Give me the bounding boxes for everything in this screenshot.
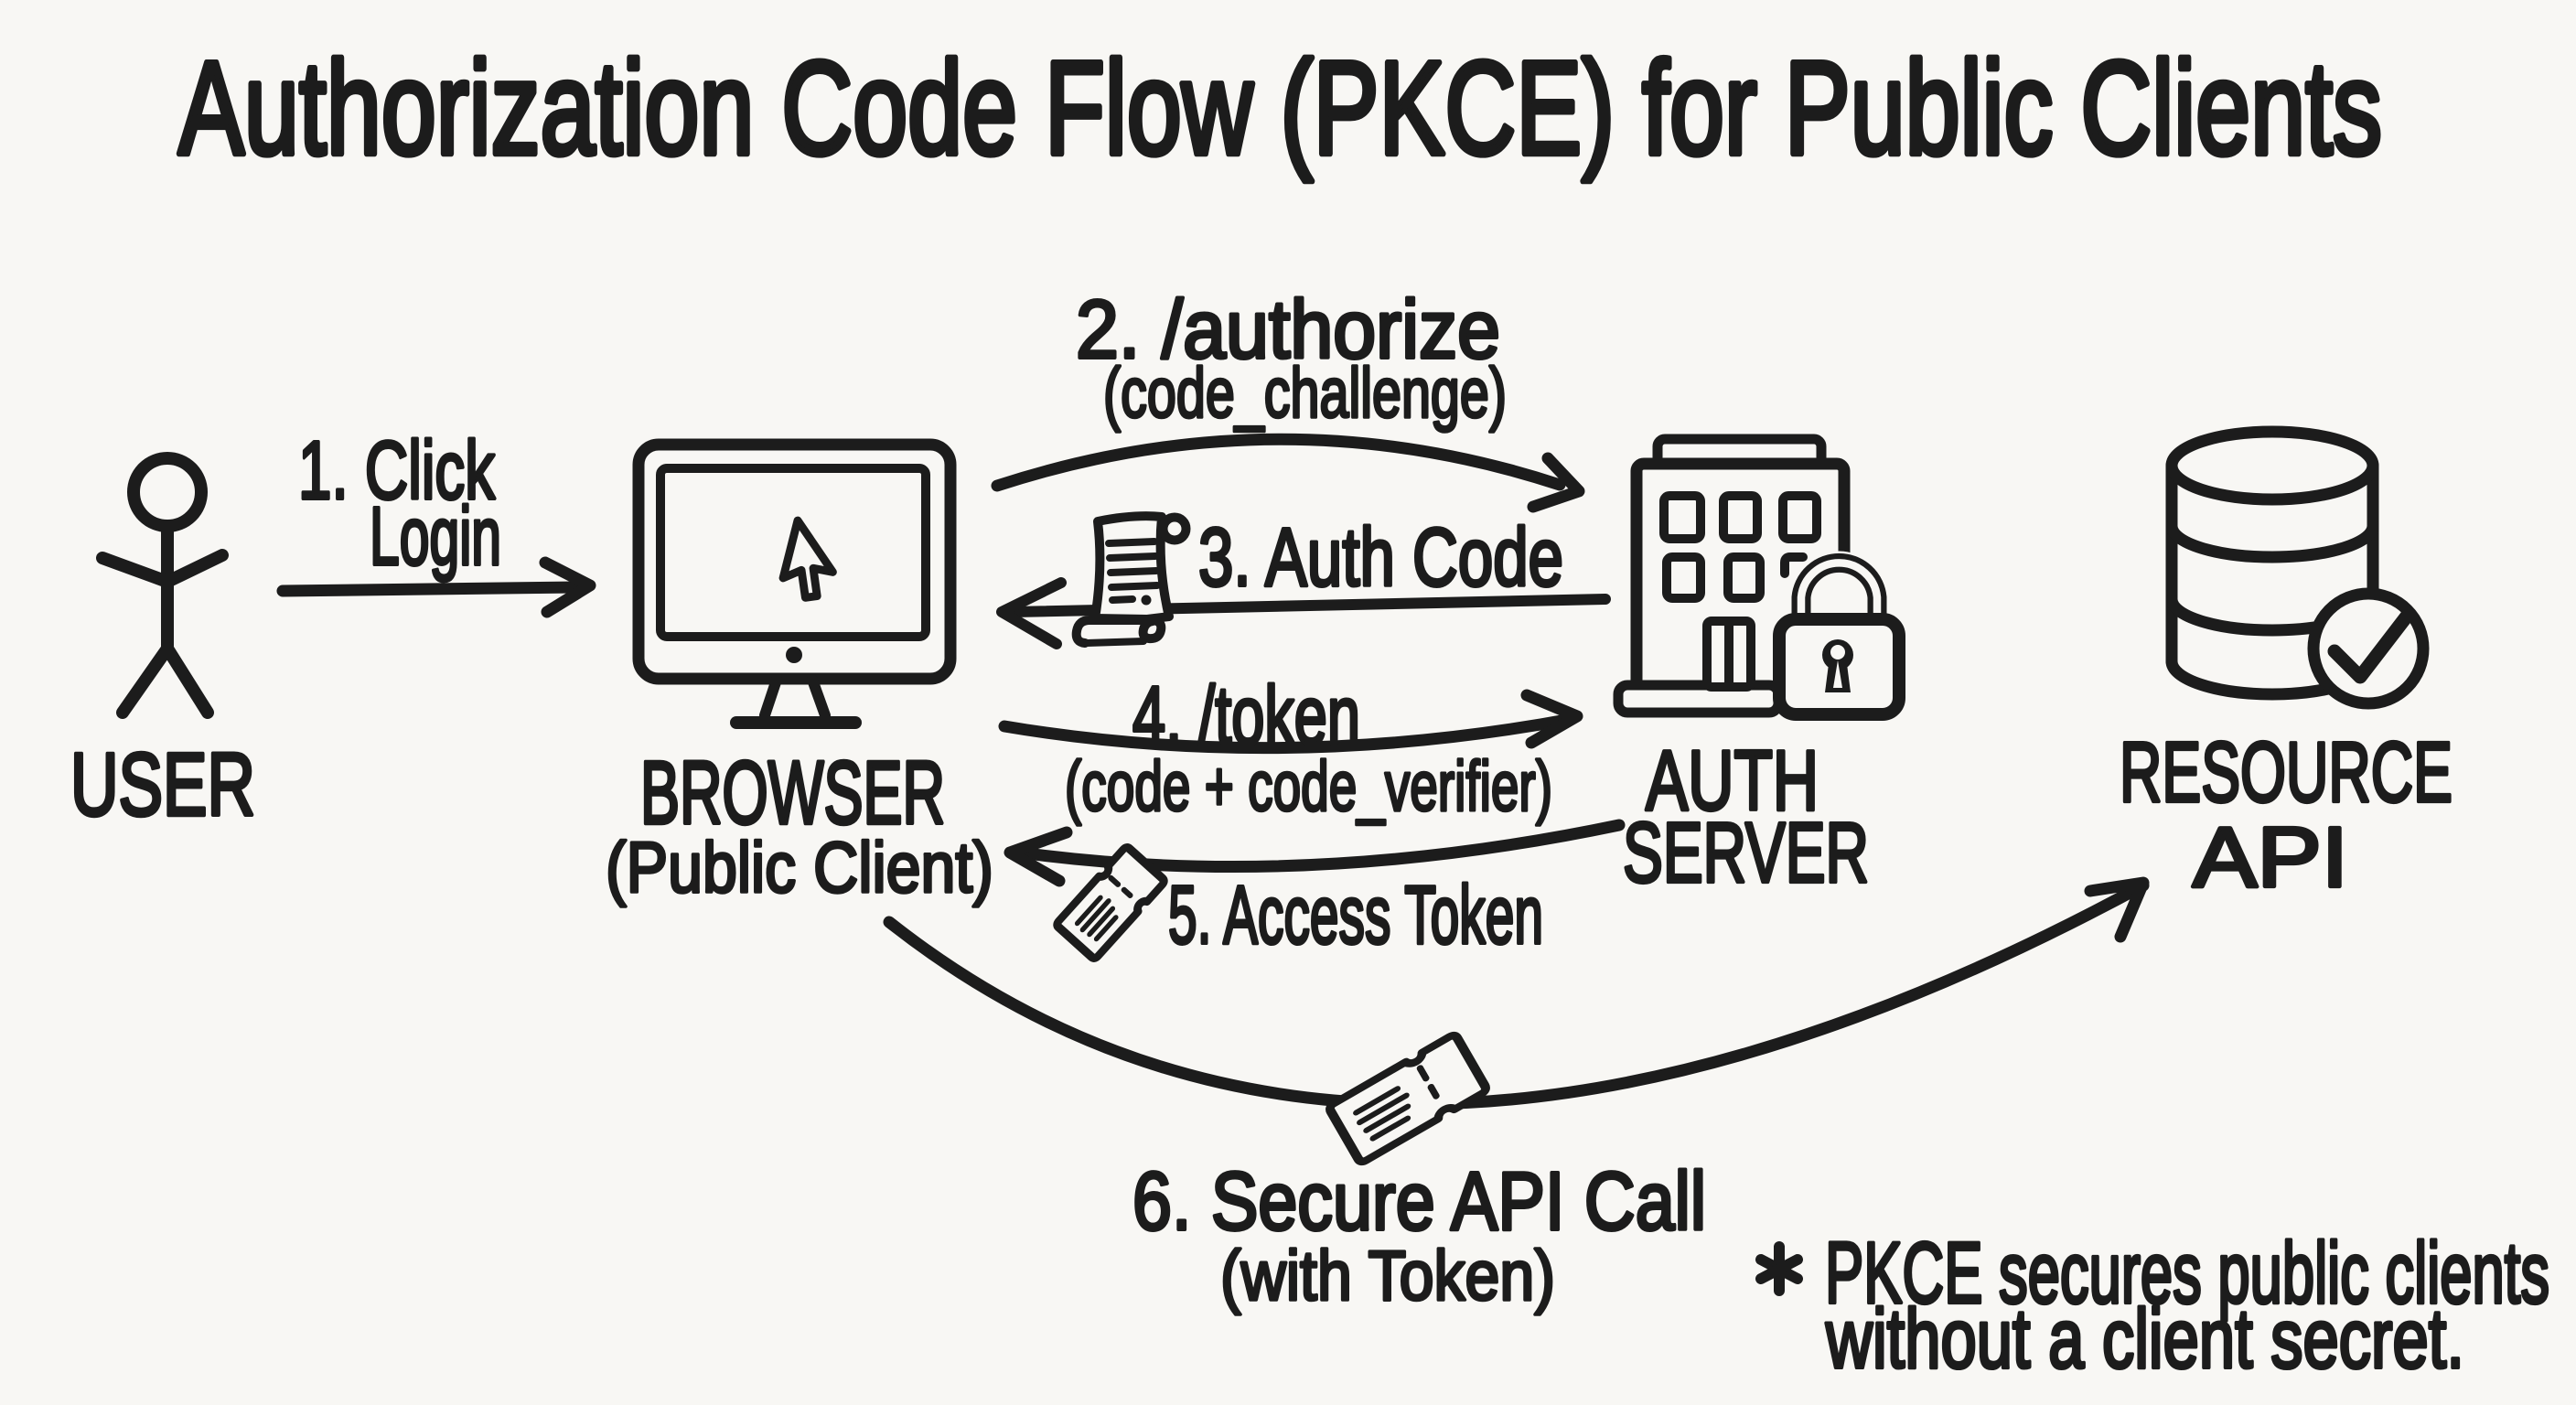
svg-text:BROWSER: BROWSER (640, 743, 945, 842)
svg-text:5. Access Token: 5. Access Token (1168, 870, 1543, 961)
svg-text:AUTH: AUTH (1646, 733, 1819, 828)
svg-text:USER: USER (70, 735, 255, 834)
svg-text:RESOURCE: RESOURCE (2120, 724, 2453, 820)
svg-text:Authorization Code Flow (PKCE): Authorization Code Flow (PKCE) for Publi… (178, 34, 2382, 182)
svg-text:SERVER: SERVER (1623, 805, 1869, 900)
svg-text:(with Token): (with Token) (1220, 1237, 1555, 1315)
svg-text:Login: Login (370, 491, 501, 583)
svg-text:(code + code_verifier): (code + code_verifier) (1065, 747, 1552, 826)
svg-text:without a client secret.: without a client secret. (1825, 1292, 2464, 1386)
svg-text:PKCE secures public clients: PKCE secures public clients (1825, 1225, 2549, 1322)
svg-text:3. Auth Code: 3. Auth Code (1198, 512, 1563, 604)
svg-text:(code_challenge): (code_challenge) (1103, 354, 1507, 433)
svg-text:1. Click: 1. Click (298, 425, 496, 517)
svg-text:2. /authorize: 2. /authorize (1076, 284, 1500, 376)
svg-text:API: API (2193, 810, 2348, 905)
svg-text:(Public Client): (Public Client) (606, 827, 993, 907)
svg-text:4. /token: 4. /token (1132, 670, 1360, 762)
svg-text:6. Secure API Call: 6. Secure API Call (1132, 1156, 1706, 1248)
